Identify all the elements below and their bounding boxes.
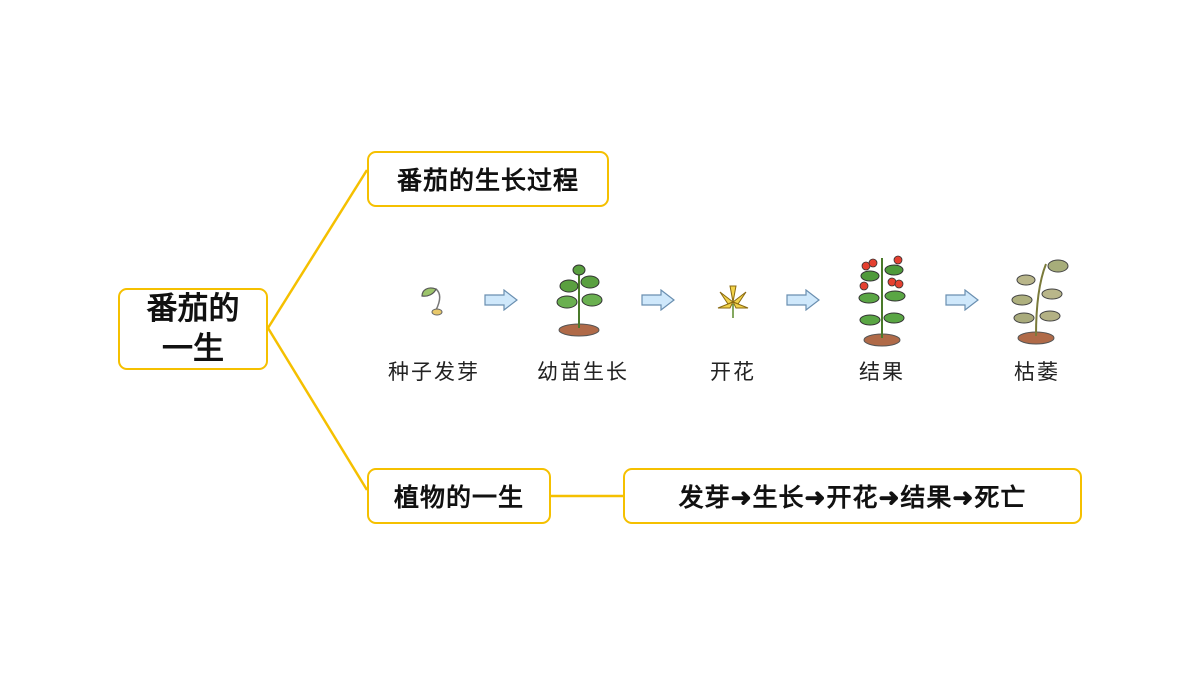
stage-label-fruiting: 结果 xyxy=(859,360,905,384)
seed-sprout-icon xyxy=(421,287,443,316)
stage-seed-sprout xyxy=(369,280,499,320)
seedling-icon xyxy=(556,264,603,337)
root-node[interactable]: 番茄的 一生 xyxy=(118,288,268,370)
stage-withered xyxy=(974,254,1104,346)
stage-fruiting xyxy=(817,252,947,348)
stage-label-withered: 枯萎 xyxy=(1014,360,1060,384)
stage-arrow-1 xyxy=(484,289,518,311)
connector-root-to-life xyxy=(266,327,369,491)
tomato-plant-icon xyxy=(858,255,906,347)
branch-plant-life[interactable]: 植物的一生 xyxy=(367,468,551,524)
stage-arrow-2 xyxy=(641,289,675,311)
stage-label-seedling: 幼苗生长 xyxy=(537,360,629,384)
stage-flower xyxy=(668,282,798,322)
connector-root-to-growth xyxy=(266,169,369,329)
stage-label-seed-sprout: 种子发芽 xyxy=(388,360,480,384)
branch-growth-label: 番茄的生长过程 xyxy=(396,166,579,195)
root-title-line2: 一生 xyxy=(162,331,224,367)
stage-label-flower: 开花 xyxy=(710,360,756,384)
flower-icon xyxy=(717,285,749,318)
branch-growth-process[interactable]: 番茄的生长过程 xyxy=(367,151,609,207)
stage-arrow-3 xyxy=(786,289,820,311)
root-title-line1: 番茄的 xyxy=(146,291,240,327)
branch-life-label: 植物的一生 xyxy=(393,483,524,512)
stage-seedling xyxy=(514,262,644,338)
life-sequence-label: 发芽➜生长➜开花➜结果➜死亡 xyxy=(678,483,1027,512)
stage-arrow-4 xyxy=(945,289,979,311)
withered-plant-icon xyxy=(1011,259,1069,345)
life-sequence-box[interactable]: 发芽➜生长➜开花➜结果➜死亡 xyxy=(623,468,1082,524)
